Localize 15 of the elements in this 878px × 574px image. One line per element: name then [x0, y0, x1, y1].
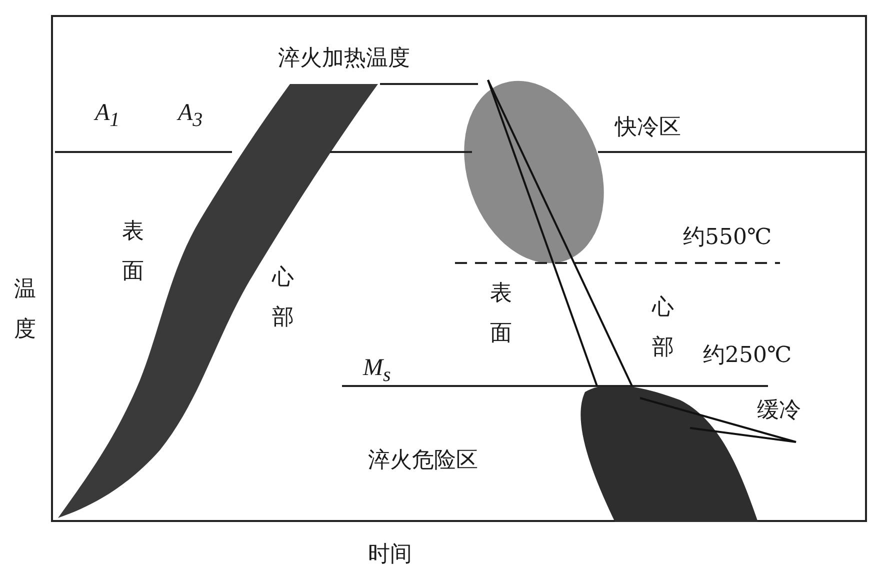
curve-label: 心部 — [652, 294, 675, 362]
curve-label: 心部 — [272, 264, 295, 332]
axis-label: 温度 — [14, 276, 37, 344]
curve-label: 表面 — [122, 218, 145, 286]
curve-label: 表面 — [490, 280, 513, 348]
heading-label: 淬火加热温度 — [278, 46, 410, 72]
axis-label: 时间 — [368, 542, 412, 568]
zone-label: 淬火危险区 — [368, 448, 478, 474]
temperature-label: 约550℃ — [683, 225, 772, 251]
curve-label: 缓冷 — [757, 398, 801, 424]
zone-label: 快冷区 — [615, 115, 681, 141]
temperature-label: 约250℃ — [703, 343, 792, 369]
axis-mark-label: A$_{1}$ — [95, 100, 120, 133]
axis-mark-label: A$_{3}$ — [178, 100, 203, 133]
axis-mark-label: M$_{s}$ — [363, 355, 391, 388]
